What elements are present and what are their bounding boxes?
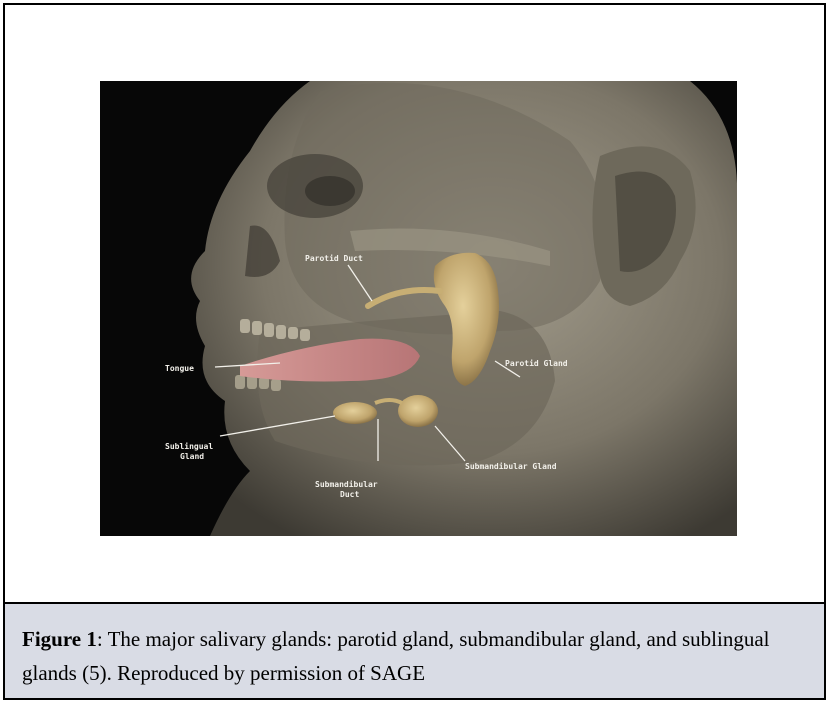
label-sublingual-gland-line2: Gland <box>180 452 204 461</box>
submandibular-gland-shape <box>398 395 438 427</box>
label-submandibular-duct-line2: Duct <box>340 490 359 499</box>
label-sublingual-gland-line1: Sublingual <box>165 441 213 451</box>
sublingual-gland-shape <box>333 402 377 424</box>
salivary-gland-illustration: Parotid Duct Tongue Parotid Gland Sublin… <box>100 81 737 536</box>
label-submandibular-duct-line1: Submandibular <box>315 479 378 489</box>
label-parotid-duct: Parotid Duct <box>305 253 363 263</box>
caption-text: : The major salivary glands: parotid gla… <box>22 627 770 685</box>
caption-label: Figure 1 <box>22 627 97 651</box>
anatomy-svg: Parotid Duct Tongue Parotid Gland Sublin… <box>100 81 737 536</box>
figure-frame: Parotid Duct Tongue Parotid Gland Sublin… <box>3 3 826 700</box>
label-parotid-gland: Parotid Gland <box>505 358 568 368</box>
label-tongue: Tongue <box>165 364 194 373</box>
figure-caption: Figure 1: The major salivary glands: par… <box>5 602 824 698</box>
label-submandibular-gland: Submandibular Gland <box>465 461 557 471</box>
